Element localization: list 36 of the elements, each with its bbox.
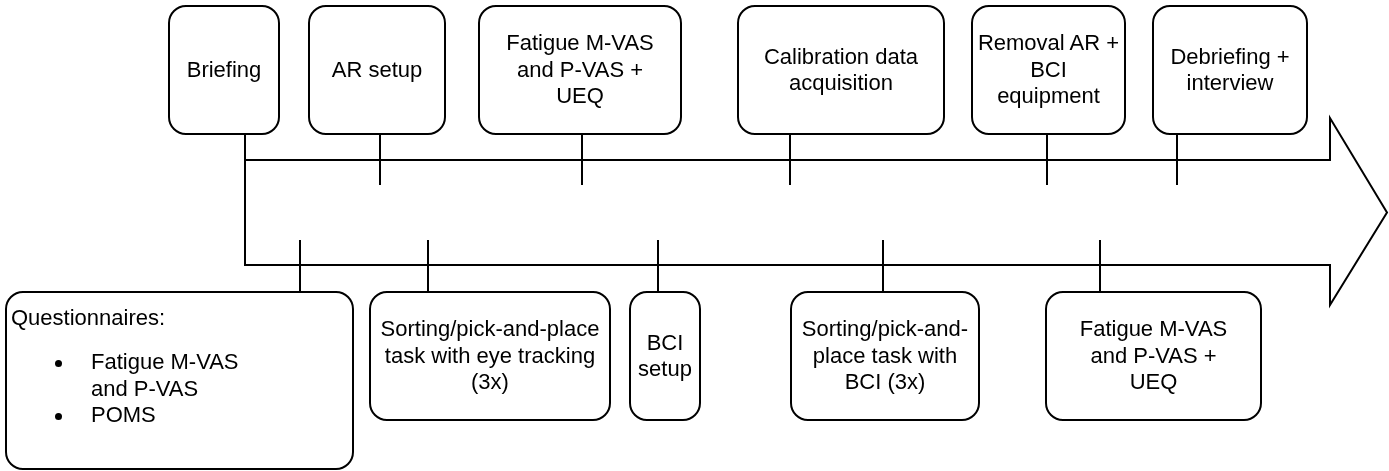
step-label: Sorting/pick-and-place task with BCI (3x) xyxy=(800,316,970,396)
step-heading: Questionnaires: xyxy=(11,305,166,332)
step-box xyxy=(5,291,354,470)
connector-line xyxy=(427,239,429,292)
step-box xyxy=(629,291,701,421)
step-box xyxy=(478,5,682,135)
connector-line xyxy=(379,134,381,186)
step-label: Debriefing + interview xyxy=(1169,43,1291,97)
connector-line xyxy=(1046,134,1048,186)
step-box xyxy=(1152,5,1308,135)
step-label: Briefing xyxy=(186,56,262,84)
step-box xyxy=(737,5,945,135)
step-box xyxy=(369,291,611,421)
step-label: Fatigue M-VAS and P-VAS + UEQ xyxy=(1078,316,1229,396)
step-label: Removal AR + BCI equipment xyxy=(976,30,1121,110)
connector-line xyxy=(581,134,583,186)
step-label: Fatigue M-VAS and P-VAS + UEQ xyxy=(505,30,655,110)
connector-line xyxy=(244,134,246,186)
connector-line xyxy=(1099,239,1101,292)
step-label: AR setup xyxy=(331,56,423,84)
connector-line xyxy=(299,239,301,292)
connector-line xyxy=(1176,134,1178,186)
step-label: Sorting/pick-and-place task with eye tracking (3x) xyxy=(379,316,601,396)
step-box xyxy=(790,291,980,421)
connector-line xyxy=(882,239,884,292)
timeline-arrow xyxy=(244,114,1389,309)
connector-line xyxy=(657,239,659,292)
step-label: BCI setup xyxy=(637,329,693,383)
list-item: POMS xyxy=(91,402,157,429)
step-box xyxy=(308,5,446,135)
connector-line xyxy=(789,134,791,186)
step-label: Calibration data acquisition xyxy=(762,43,920,97)
step-box xyxy=(971,5,1126,135)
list-item: Fatigue M-VAS and P-VAS xyxy=(91,349,240,403)
step-box xyxy=(168,5,280,135)
step-box xyxy=(1045,291,1262,421)
